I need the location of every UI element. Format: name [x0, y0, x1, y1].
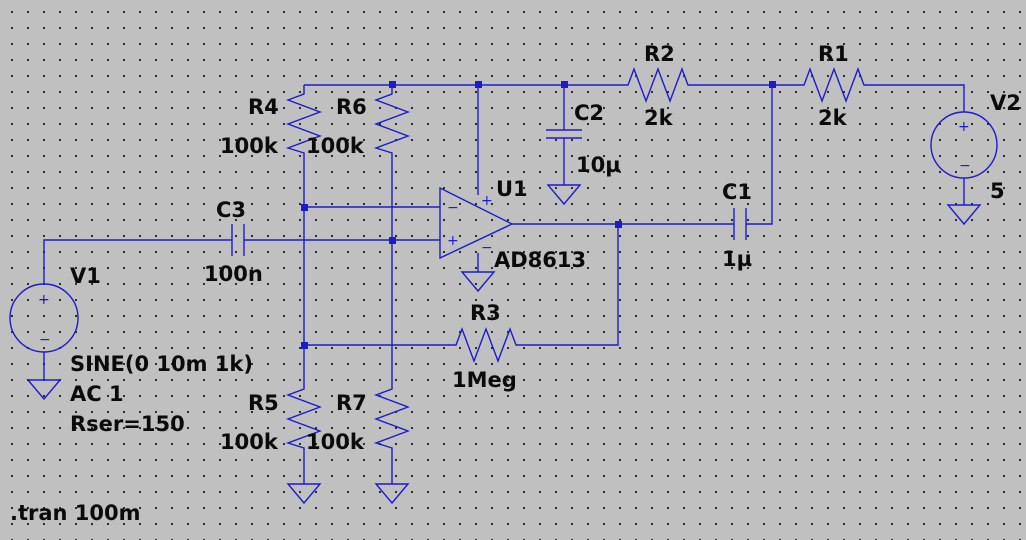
ground-v2[interactable]: [946, 204, 982, 226]
junction-dot: [301, 342, 308, 349]
c3-value[interactable]: 100n: [204, 262, 263, 286]
opamp-u1[interactable]: [439, 186, 514, 260]
u1-name[interactable]: U1: [496, 177, 528, 201]
junction-dot: [389, 81, 396, 88]
r2-name[interactable]: R2: [644, 42, 675, 66]
c2-name[interactable]: C2: [574, 101, 604, 125]
resistor-r2[interactable]: [620, 67, 700, 103]
v1-value-line1[interactable]: SINE(0 10m 1k): [70, 352, 253, 376]
v1-minus-sign: −: [39, 332, 51, 348]
junction-dot: [475, 81, 482, 88]
opamp-minus-sign: −: [447, 200, 459, 216]
v1-name[interactable]: V1: [70, 264, 101, 288]
opamp-vminus-sign: −: [481, 240, 493, 256]
v2-minus-sign: −: [959, 158, 971, 174]
junction-dot: [561, 81, 568, 88]
r6-value[interactable]: 100k: [306, 134, 365, 158]
r5-value[interactable]: 100k: [220, 430, 279, 454]
v1-value-line3[interactable]: Rser=150: [70, 412, 185, 436]
ground-opamp[interactable]: [460, 271, 496, 293]
resistor-r5[interactable]: [285, 380, 322, 484]
r3-name[interactable]: R3: [470, 301, 501, 325]
capacitor-c1[interactable]: [733, 208, 747, 240]
ground-r5[interactable]: [286, 483, 322, 505]
ground-c2[interactable]: [546, 184, 582, 206]
r2-value[interactable]: 2k: [644, 106, 674, 130]
junction-dot: [389, 237, 396, 244]
opamp-vplus-sign: +: [481, 193, 493, 209]
capacitor-c2[interactable]: [546, 129, 582, 139]
r6-name[interactable]: R6: [336, 95, 367, 119]
wire-r1-to-v2[interactable]: [876, 84, 965, 112]
c3-name[interactable]: C3: [216, 198, 246, 222]
c1-value[interactable]: 1µ: [722, 247, 752, 271]
v2-value[interactable]: 5: [990, 179, 1005, 203]
v1-value-line2[interactable]: AC 1: [70, 382, 124, 406]
junction-dot: [301, 204, 308, 211]
r3-value[interactable]: 1Meg: [452, 368, 517, 392]
r4-name[interactable]: R4: [248, 95, 279, 119]
r7-value[interactable]: 100k: [306, 430, 365, 454]
r7-name[interactable]: R7: [336, 391, 367, 415]
ground-v1[interactable]: [26, 379, 62, 401]
v2-plus-sign: +: [958, 119, 970, 135]
r1-value[interactable]: 2k: [818, 106, 848, 130]
r1-name[interactable]: R1: [818, 42, 849, 66]
u1-value[interactable]: AD8613: [494, 248, 586, 272]
wire-feedback-right[interactable]: [520, 224, 619, 346]
v2-name[interactable]: V2: [990, 91, 1021, 115]
c2-value[interactable]: 10µ: [576, 153, 621, 177]
wire-v1-to-c3[interactable]: [43, 239, 232, 285]
spice-directive[interactable]: .tran 100m: [10, 501, 141, 525]
c1-name[interactable]: C1: [722, 180, 752, 204]
wire-c1-to-r2r1[interactable]: [746, 85, 773, 225]
resistor-r1[interactable]: [796, 67, 876, 103]
junctions: [301, 81, 776, 349]
wires: [43, 84, 965, 380]
r4-value[interactable]: 100k: [220, 134, 279, 158]
junction-dot: [615, 221, 622, 228]
capacitor-c3[interactable]: [231, 224, 245, 256]
junction-dot: [769, 81, 776, 88]
opamp-plus-sign: +: [447, 233, 459, 249]
resistor-r7[interactable]: [373, 380, 410, 484]
ground-r7[interactable]: [374, 483, 410, 505]
r5-name[interactable]: R5: [248, 391, 279, 415]
voltage-source-v2[interactable]: [930, 111, 998, 179]
v1-plus-sign: +: [38, 292, 50, 308]
resistor-r6[interactable]: [373, 85, 410, 158]
voltage-source-v1[interactable]: [9, 283, 79, 353]
resistor-r3[interactable]: [450, 327, 520, 363]
resistor-r4[interactable]: [285, 85, 322, 158]
